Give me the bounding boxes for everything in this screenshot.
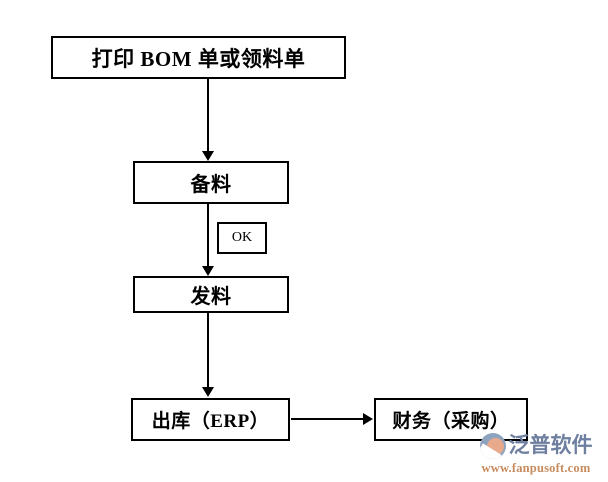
connector-print-to-prepare-line [207, 79, 209, 153]
flow-node-issue: 发料 [133, 276, 289, 313]
connector-outbound-to-finance-line [291, 418, 365, 420]
watermark-url-text: www.fanpusoft.com [481, 460, 591, 475]
flow-node-print-bom: 打印 BOM 单或领料单 [51, 36, 346, 79]
connector-prepare-to-issue-line [207, 204, 209, 268]
flow-node-outbound-erp: 出库（ERP） [131, 398, 290, 441]
flow-node-prepare: 备料 [133, 161, 289, 204]
arrowhead-right-icon [363, 413, 373, 425]
flow-edge-label-ok: OK [217, 222, 267, 254]
arrowhead-down-icon [202, 266, 214, 276]
flow-node-finance-purchase: 财务（采购） [374, 398, 528, 441]
arrowhead-down-icon [202, 387, 214, 397]
arrowhead-down-icon [202, 151, 214, 161]
connector-issue-to-outbound-line [207, 313, 209, 390]
